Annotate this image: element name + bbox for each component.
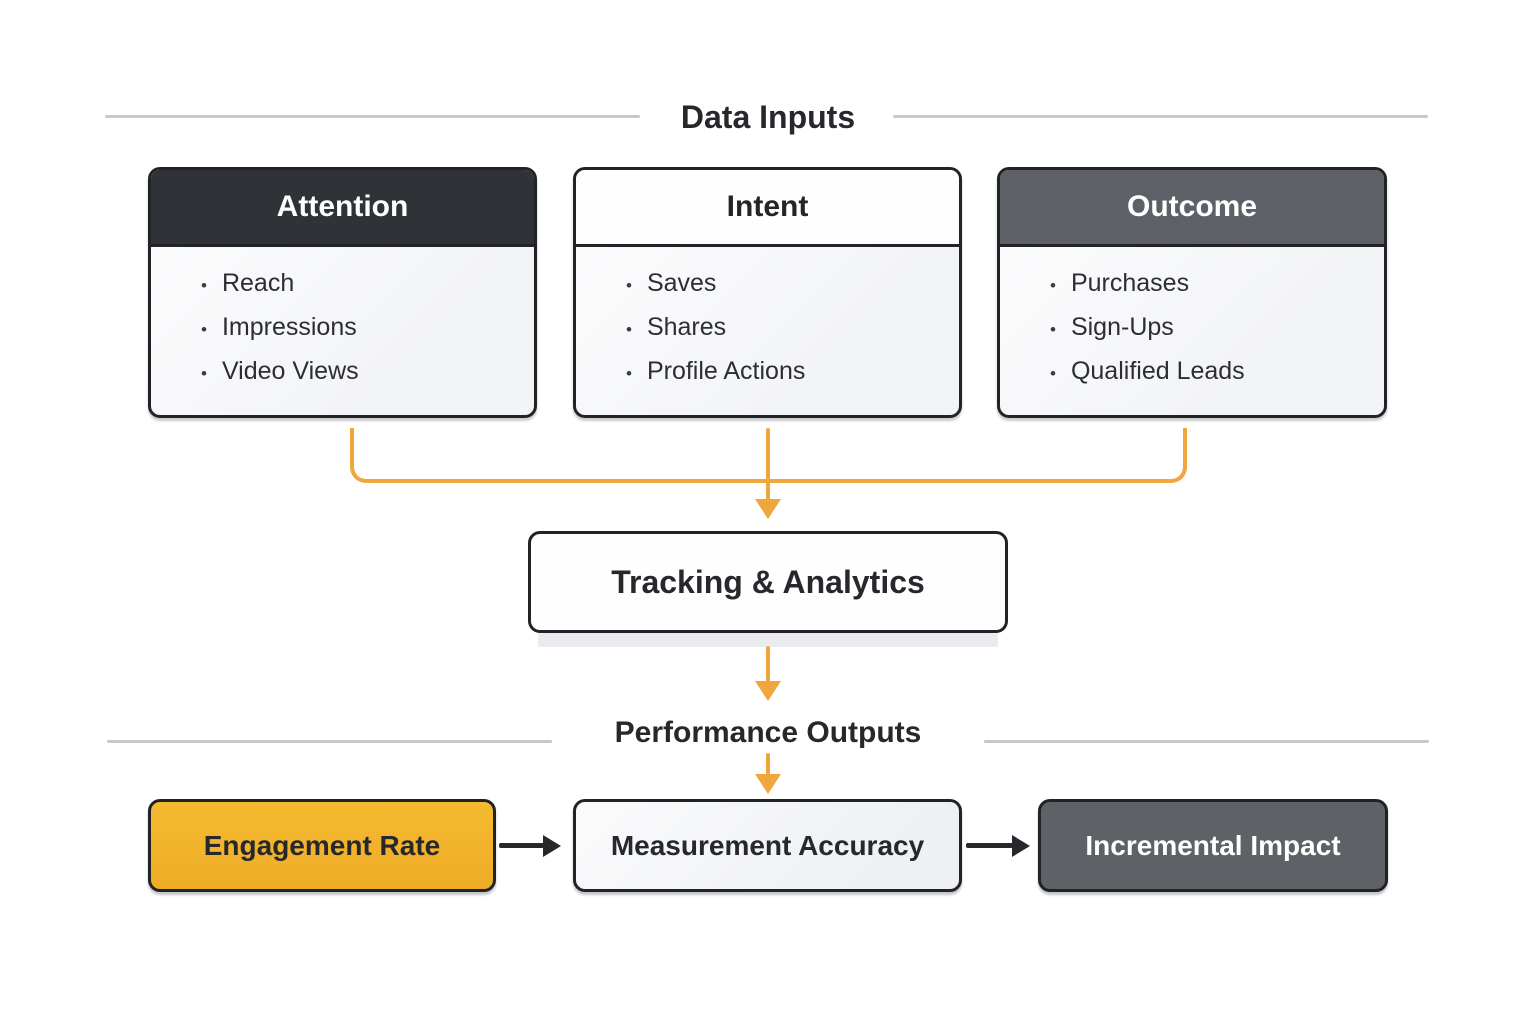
tracking-analytics-label: Tracking & Analytics — [611, 563, 925, 600]
down-arrowhead-icon — [755, 774, 781, 794]
bullet-icon: • — [626, 364, 632, 383]
list-item-label: Profile Actions — [646, 357, 806, 385]
list-item-label: Video Views — [221, 357, 359, 385]
list-item-label: Reach — [221, 269, 295, 297]
card-outcome-body: • Purchases • Sign-Ups • Qualified Leads — [1000, 247, 1384, 401]
list-item: • Qualified Leads — [1050, 357, 1364, 401]
right-arrowhead-icon — [1012, 835, 1030, 857]
list-item: • Purchases — [1050, 269, 1364, 313]
bullet-icon: • — [201, 364, 207, 383]
bullet-icon: • — [1050, 276, 1056, 295]
card-intent-header: Intent — [576, 170, 959, 247]
list-item: • Profile Actions — [626, 357, 939, 401]
list-item-label: Sign-Ups — [1070, 313, 1174, 341]
arrow-engagement-to-accuracy — [499, 843, 544, 848]
arrow-accuracy-to-impact — [966, 843, 1013, 848]
list-item: • Video Views — [201, 357, 514, 401]
card-intent-title: Intent — [726, 190, 809, 223]
down-arrowhead-icon — [755, 499, 781, 519]
card-intent: Intent • Saves • Shares • Profile Action… — [573, 167, 962, 418]
card-attention: Attention • Reach • Impressions • Video … — [148, 167, 537, 418]
card-attention-body: • Reach • Impressions • Video Views — [151, 247, 534, 401]
bullet-icon: • — [626, 320, 632, 339]
card-intent-body: • Saves • Shares • Profile Actions — [576, 247, 959, 401]
incremental-impact-node: Incremental Impact — [1038, 799, 1388, 892]
data-inputs-left-divider — [105, 115, 640, 118]
list-item-label: Impressions — [221, 313, 357, 341]
engagement-rate-node: Engagement Rate — [148, 799, 496, 892]
list-item-label: Qualified Leads — [1070, 357, 1245, 385]
performance-outputs-right-divider — [984, 740, 1429, 743]
card-outcome-title: Outcome — [1126, 190, 1258, 223]
bullet-icon: • — [201, 276, 207, 295]
center-connector-stem — [766, 428, 770, 502]
incremental-impact-label: Incremental Impact — [1085, 829, 1341, 861]
engagement-rate-label: Engagement Rate — [203, 829, 441, 861]
measurement-accuracy-node: Measurement Accuracy — [573, 799, 962, 892]
data-inputs-right-divider — [893, 115, 1428, 118]
list-item: • Impressions — [201, 313, 514, 357]
bullet-icon: • — [1050, 320, 1056, 339]
right-arrowhead-icon — [543, 835, 561, 857]
list-item: • Shares — [626, 313, 939, 357]
down-arrowhead-icon — [755, 681, 781, 701]
list-item-label: Saves — [646, 269, 717, 297]
list-item: • Reach — [201, 269, 514, 313]
performance-outputs-left-divider — [107, 740, 552, 743]
list-item: • Sign-Ups — [1050, 313, 1364, 357]
list-item-label: Purchases — [1070, 269, 1190, 297]
bullet-icon: • — [201, 320, 207, 339]
bullet-icon: • — [626, 276, 632, 295]
card-attention-header: Attention — [151, 170, 534, 247]
output-row-stem — [766, 753, 770, 775]
data-inputs-title: Data Inputs — [680, 99, 856, 135]
performance-outputs-title: Performance Outputs — [614, 716, 922, 749]
list-item: • Saves — [626, 269, 939, 313]
card-outcome-header: Outcome — [1000, 170, 1384, 247]
card-attention-title: Attention — [276, 190, 409, 223]
tracking-output-stem — [766, 646, 770, 682]
list-item-label: Shares — [646, 313, 727, 341]
measurement-accuracy-label: Measurement Accuracy — [610, 829, 925, 861]
bullet-icon: • — [1050, 364, 1056, 383]
card-outcome: Outcome • Purchases • Sign-Ups • Qualifi… — [997, 167, 1387, 418]
tracking-analytics-node: Tracking & Analytics — [528, 531, 1008, 633]
